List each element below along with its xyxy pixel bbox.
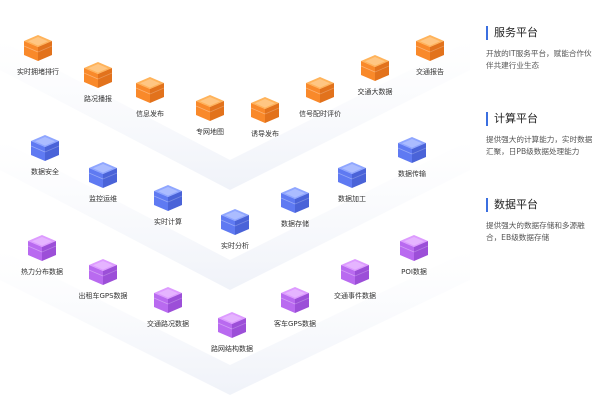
label-heatmap-data: 热力分布数据	[21, 268, 63, 276]
service-layer-band	[0, 40, 470, 190]
cube-service-guidance-release	[248, 95, 282, 125]
cube-data-poi	[397, 233, 431, 263]
label-info-release: 信息发布	[136, 110, 164, 118]
compute-layer-band	[0, 140, 470, 290]
cube-compute-data-processing	[335, 160, 369, 190]
cube-service-traffic-report	[413, 33, 447, 63]
label-signal-timing: 信号配时评价	[299, 110, 341, 118]
cube-icon	[88, 162, 118, 188]
cube-icon	[250, 97, 280, 123]
panel-title: 服务平台	[494, 26, 538, 39]
cube-compute-realtime-analysis	[218, 207, 252, 237]
cube-icon	[30, 135, 60, 161]
cube-service-realtime-congestion	[21, 33, 55, 63]
cube-icon	[153, 185, 183, 211]
label-monitoring-ops: 监控运维	[89, 195, 117, 203]
cube-icon	[280, 287, 310, 313]
panel-description: 开放的IT服务平台，赋能合作伙伴共建行业生态	[486, 49, 592, 70]
label-traffic-bigdata: 交通大数据	[357, 88, 393, 96]
label-data-security: 数据安全	[31, 168, 59, 176]
label-poi-data: POI数据	[401, 268, 427, 276]
cube-data-road-condition	[151, 285, 185, 315]
label-traffic-event-data: 交通事件数据	[334, 292, 376, 300]
cube-data-traffic-event	[338, 257, 372, 287]
cube-compute-data-storage	[278, 185, 312, 215]
cube-service-info-release	[133, 75, 167, 105]
label-guidance-release: 诱导发布	[251, 130, 279, 138]
panel-accent-bar	[486, 112, 488, 126]
label-road-network-data: 路网结构数据	[211, 345, 253, 353]
cube-service-signal-timing	[303, 75, 337, 105]
cube-icon	[360, 55, 390, 81]
label-bus-gps-data: 客车GPS数据	[273, 320, 317, 328]
cube-service-traffic-broadcast	[81, 60, 115, 90]
cube-compute-data-transfer	[395, 135, 429, 165]
panel-title: 计算平台	[494, 112, 538, 125]
label-realtime-congestion: 实时拥堵排行	[17, 68, 59, 76]
cube-data-road-network	[215, 310, 249, 340]
cube-icon	[153, 287, 183, 313]
cube-service-traffic-bigdata	[358, 53, 392, 83]
label-traffic-report: 交通报告	[416, 68, 444, 76]
panel-description: 提供强大的数据存储和多源融合，EB级数据存储	[486, 221, 585, 242]
cube-icon	[340, 259, 370, 285]
cube-icon	[220, 209, 250, 235]
panel-title: 数据平台	[494, 198, 538, 211]
cube-data-taxi-gps	[86, 257, 120, 287]
label-data-transfer: 数据传输	[398, 170, 426, 178]
label-data-processing: 数据加工	[338, 195, 366, 203]
cube-icon	[397, 137, 427, 163]
label-realtime-compute: 实时计算	[154, 218, 182, 226]
cube-icon	[195, 95, 225, 121]
cube-icon	[217, 312, 247, 338]
cube-data-bus-gps	[278, 285, 312, 315]
cube-icon	[83, 62, 113, 88]
cube-icon	[135, 77, 165, 103]
label-private-map: 专网地图	[196, 128, 224, 136]
panel-accent-bar	[486, 26, 488, 40]
cube-icon	[27, 235, 57, 261]
label-realtime-analysis: 实时分析	[221, 242, 249, 250]
cube-compute-monitoring-ops	[86, 160, 120, 190]
cube-data-heatmap	[25, 233, 59, 263]
label-data-storage: 数据存储	[281, 220, 309, 228]
cube-icon	[399, 235, 429, 261]
label-taxi-gps-data: 出租车GPS数据	[78, 292, 128, 300]
cube-service-private-map	[193, 93, 227, 123]
label-road-condition-data: 交通路况数据	[147, 320, 189, 328]
panel-accent-bar	[486, 198, 488, 212]
panel-description: 提供强大的计算能力，实时数据汇聚，日PB级数据处理能力	[486, 135, 593, 156]
cube-icon	[280, 187, 310, 213]
cube-icon	[23, 35, 53, 61]
cube-icon	[337, 162, 367, 188]
cube-compute-data-security	[28, 133, 62, 163]
cube-icon	[415, 35, 445, 61]
cube-icon	[305, 77, 335, 103]
cube-compute-realtime-compute	[151, 183, 185, 213]
cube-icon	[88, 259, 118, 285]
label-traffic-broadcast: 路况播报	[84, 95, 112, 103]
data-layer-band	[0, 250, 470, 395]
